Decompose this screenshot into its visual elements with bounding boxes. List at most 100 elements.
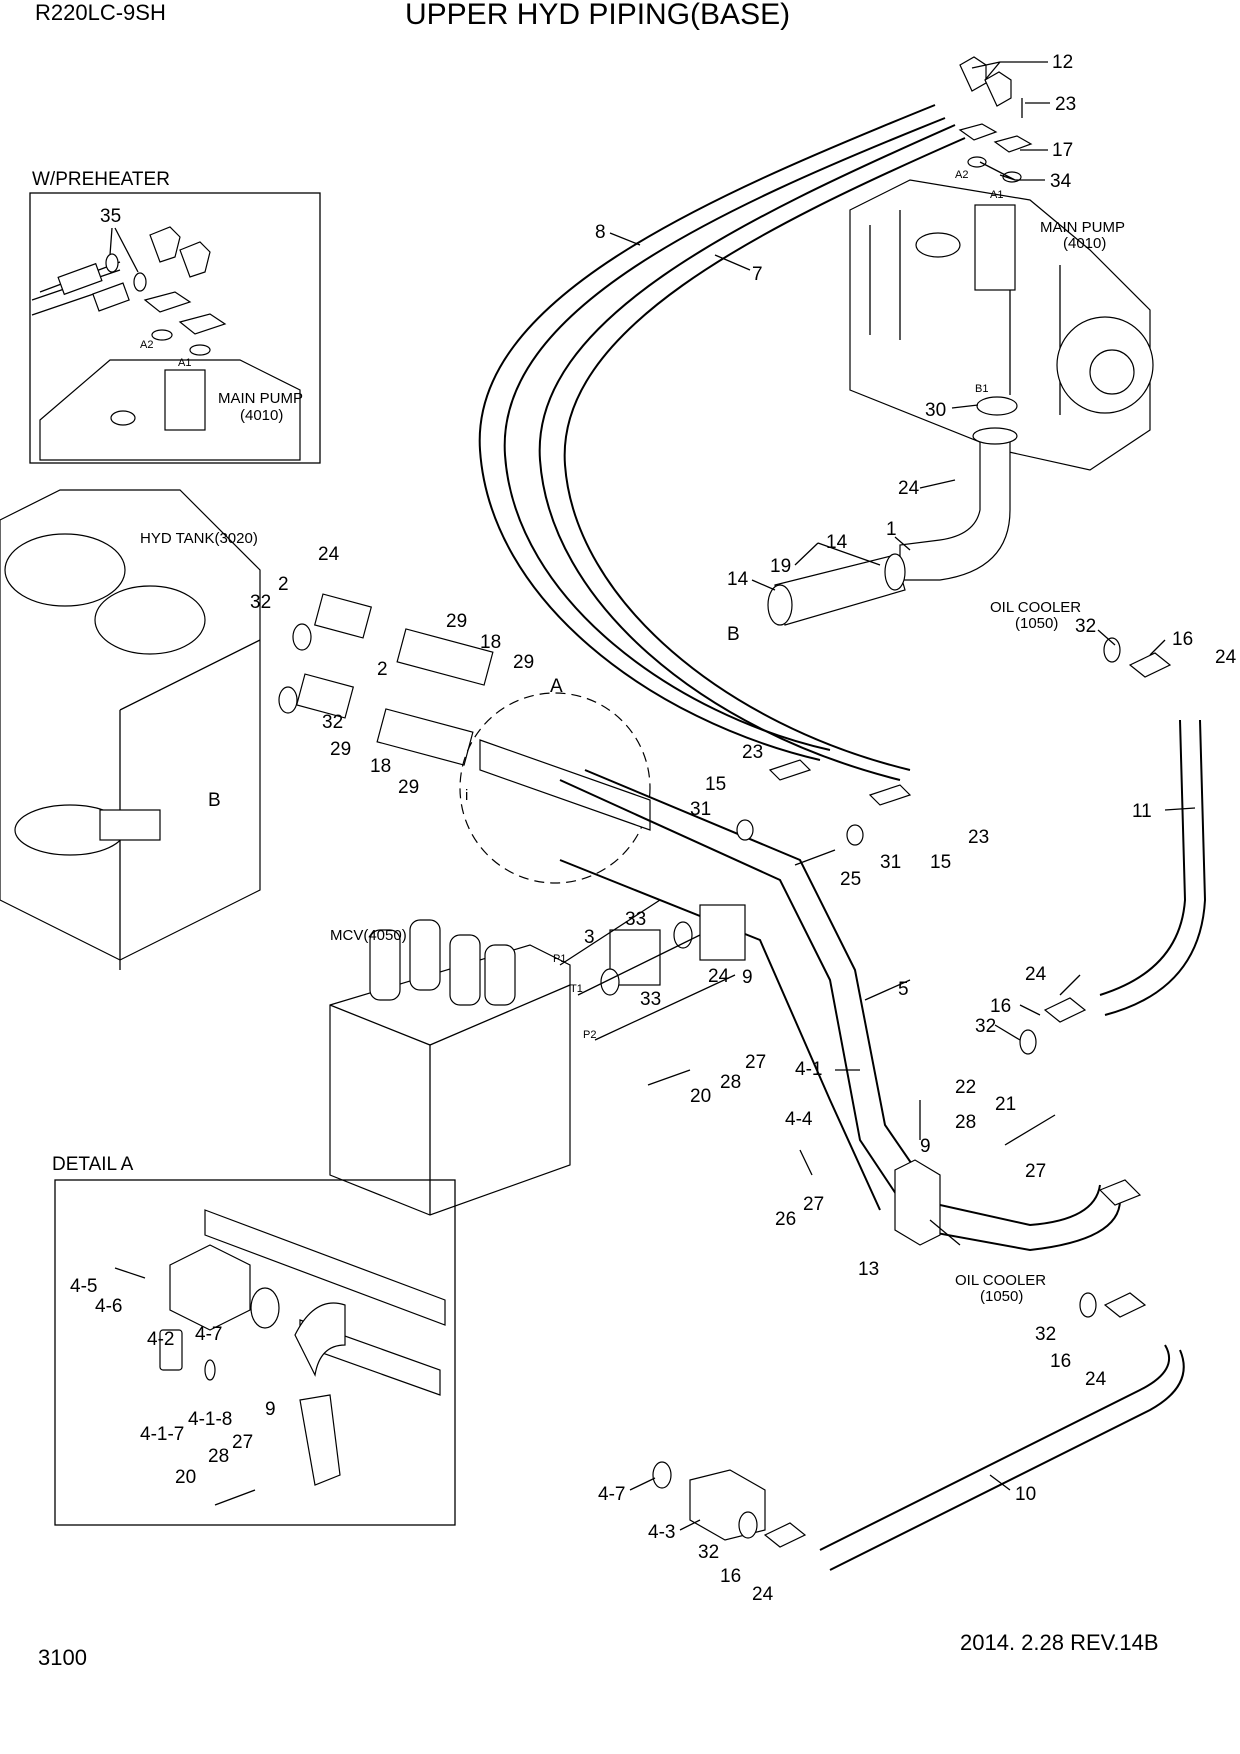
oring-32-c <box>1103 637 1121 663</box>
callout-7: 7 <box>752 264 763 285</box>
leader-13 <box>929 1219 961 1246</box>
callout-2-b: 2 <box>377 659 388 680</box>
callout-11: 11 <box>1132 801 1152 822</box>
callout-28-mcv: 28 <box>720 1072 741 1093</box>
main-pump-port-a2: A2 <box>955 169 968 181</box>
hydraulic-tank: HYD TANK(3020) B <box>0 489 261 970</box>
mcv-spool-3 <box>449 934 481 1006</box>
suction-ref-b: B <box>727 624 740 645</box>
callout-13: 13 <box>858 1259 879 1280</box>
callout-10: 10 <box>1015 1484 1036 1505</box>
detail-label-20: 20 <box>175 1467 196 1488</box>
mcv-port-t1: T1 <box>570 983 583 995</box>
inset-flange-2 <box>178 313 227 335</box>
callout-27-mcv: 27 <box>745 1052 766 1073</box>
callout-16-mid: 16 <box>990 996 1011 1017</box>
flange-15-b <box>868 784 912 806</box>
callout-8: 8 <box>595 222 606 243</box>
inset-oring-4 <box>189 344 211 356</box>
adapter-2-b <box>295 673 355 719</box>
page-number: 3100 <box>38 1645 87 1670</box>
oil-cooler-name-1: OIL COOLER <box>990 599 1081 616</box>
tank-ref-b: B <box>208 790 221 811</box>
callout-4-7-lower: 4-7 <box>598 1484 625 1505</box>
pipe-5 <box>559 779 1121 1252</box>
leader-24-pump <box>919 479 956 489</box>
hose-18-a <box>396 628 494 686</box>
callout-16-top: 16 <box>1172 629 1193 650</box>
oring-30 <box>976 396 1018 416</box>
callout-32-top: 32 <box>1075 616 1096 637</box>
hose-11-line <box>1099 719 1187 996</box>
callout-31-left: 31 <box>690 799 711 820</box>
callout-24-top-right: 24 <box>1215 647 1237 668</box>
detail-pipe-upper <box>204 1209 446 1326</box>
callout-24-lower-right: 24 <box>1085 1369 1107 1390</box>
detail-oring-4-1-8 <box>204 1359 216 1381</box>
leader-4-7-lower <box>629 1477 656 1491</box>
oring-32-f <box>1079 1292 1097 1318</box>
callout-1: 1 <box>886 519 897 540</box>
main-pump-ribs <box>869 210 1061 415</box>
oring-32-a <box>292 623 312 651</box>
hoses-7-8 <box>478 104 966 781</box>
leader-12 <box>971 61 1048 81</box>
leader-32-top <box>1097 629 1116 646</box>
callout-17: 17 <box>1052 140 1073 161</box>
port-a1-label: A1 <box>178 357 191 369</box>
bolt-21 <box>1004 1114 1056 1146</box>
hose-8 <box>478 104 936 761</box>
callout-21: 21 <box>995 1094 1016 1115</box>
inset-elbow-2 <box>179 241 211 278</box>
mcv-edges <box>329 984 571 1215</box>
callout-14-top: 14 <box>826 532 848 553</box>
bolt-25 <box>794 849 836 866</box>
detail-bracket-9 <box>299 1394 341 1486</box>
mcv-port-p2: P2 <box>583 1029 596 1041</box>
return-pipes <box>278 593 494 766</box>
detail-a-ref: A <box>550 676 563 697</box>
flange-16-a <box>1128 652 1172 678</box>
leader-8 <box>609 232 641 246</box>
callout-29-a: 29 <box>446 611 467 632</box>
inset-pump-block <box>164 369 206 431</box>
callout-4-3: 4-3 <box>648 1522 675 1543</box>
callout-33-a: 33 <box>625 909 646 930</box>
callout-25: 25 <box>840 869 861 890</box>
callout-19: 19 <box>770 556 791 577</box>
clamp-14-a <box>767 584 793 626</box>
suction-pipe <box>767 427 1018 626</box>
model-code: R220LC-9SH <box>35 0 166 25</box>
detail-a-title: DETAIL A <box>52 1154 134 1175</box>
callout-4-1: 4-1 <box>795 1059 822 1080</box>
hose-10-line <box>819 1344 1170 1551</box>
detail-a-frame <box>54 1179 456 1526</box>
callout-29-d: 29 <box>398 777 419 798</box>
callout-24-tank: 24 <box>318 544 340 565</box>
adapter-2-a <box>313 593 373 639</box>
flange-block-3 <box>699 904 746 961</box>
detail-elbow <box>294 1302 346 1377</box>
callout-16-lower-right: 16 <box>1050 1351 1071 1372</box>
inset-flange-1 <box>143 291 192 313</box>
inset-pump-cap <box>110 410 136 426</box>
hose-7 <box>538 124 956 781</box>
oring-34-a <box>967 156 987 168</box>
callout-24-cooler-mid: 24 <box>1025 964 1047 985</box>
suction-flange <box>972 427 1018 445</box>
hose-11: OIL COOLER (1050) <box>990 599 1207 1055</box>
tank-port-1 <box>4 533 126 607</box>
callout-18-b: 18 <box>370 756 391 777</box>
inset-hose-fitting-2 <box>92 282 130 312</box>
oring-33-a <box>673 921 693 949</box>
main-pipe <box>559 759 1142 1252</box>
pipe-end-flange <box>1098 1179 1142 1206</box>
detail-bolt-20 <box>214 1489 256 1506</box>
detail-label-4-7: 4-7 <box>195 1324 222 1345</box>
detail-label-4-2: 4-2 <box>147 1329 174 1350</box>
flange-17-b <box>993 135 1033 153</box>
callout-32-a: 32 <box>250 592 271 613</box>
leader-16-top <box>1149 639 1166 656</box>
oring-31-b <box>846 824 864 846</box>
